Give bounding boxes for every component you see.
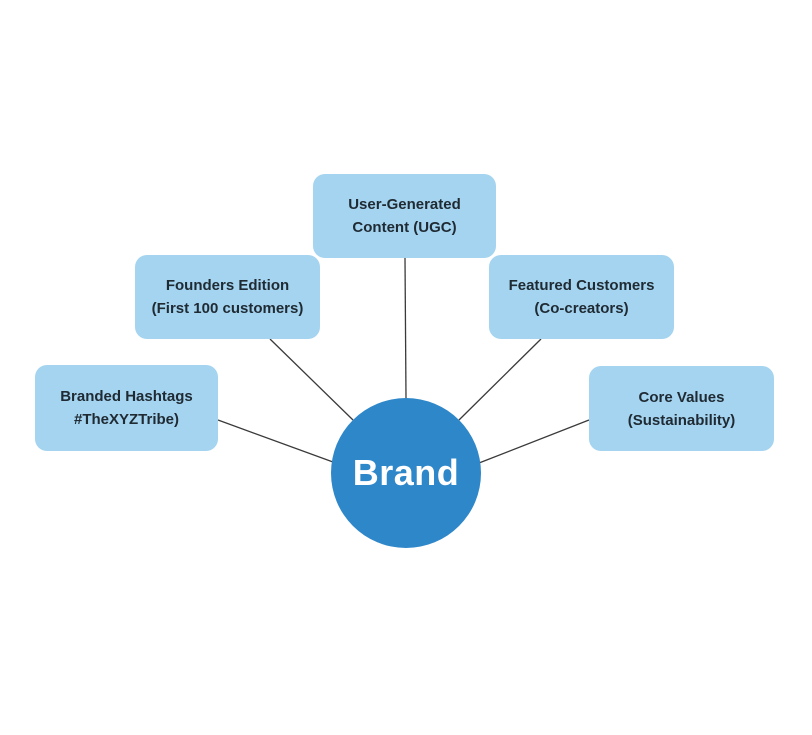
node-ugc-line1: User-Generated	[348, 196, 461, 213]
node-featured-line1: Featured Customers	[508, 277, 655, 294]
brand-label: Brand	[352, 452, 460, 493]
node-founders-line1: Founders Edition	[165, 277, 290, 294]
node-values-line1: Core Values	[638, 388, 725, 406]
node-core-values: Core Values (Sustainability)	[589, 366, 774, 451]
connector-values	[478, 419, 590, 464]
node-user-generated-content: User-Generated Content (UGC)	[313, 174, 496, 258]
connector-featured	[458, 338, 542, 421]
node-featured-line2: (Co-creators)	[534, 300, 629, 317]
brand-center-circle: Brand	[331, 398, 481, 548]
connector-hashtags	[217, 419, 334, 463]
node-ugc-line2: Content (UGC)	[352, 219, 457, 236]
connector-ugc	[404, 257, 407, 399]
connector-founders	[269, 338, 354, 421]
node-founders-line2: (First 100 customers)	[151, 300, 304, 317]
node-founders-edition: Founders Edition (First 100 customers)	[135, 255, 320, 339]
node-featured-customers: Featured Customers (Co-creators)	[489, 255, 674, 339]
node-values-line2: (Sustainability)	[627, 411, 736, 429]
node-hashtags-line1: Branded Hashtags	[60, 388, 193, 405]
node-hashtags-line2: #TheXYZTribe)	[73, 411, 180, 428]
node-branded-hashtags: Branded Hashtags #TheXYZTribe)	[35, 365, 218, 451]
